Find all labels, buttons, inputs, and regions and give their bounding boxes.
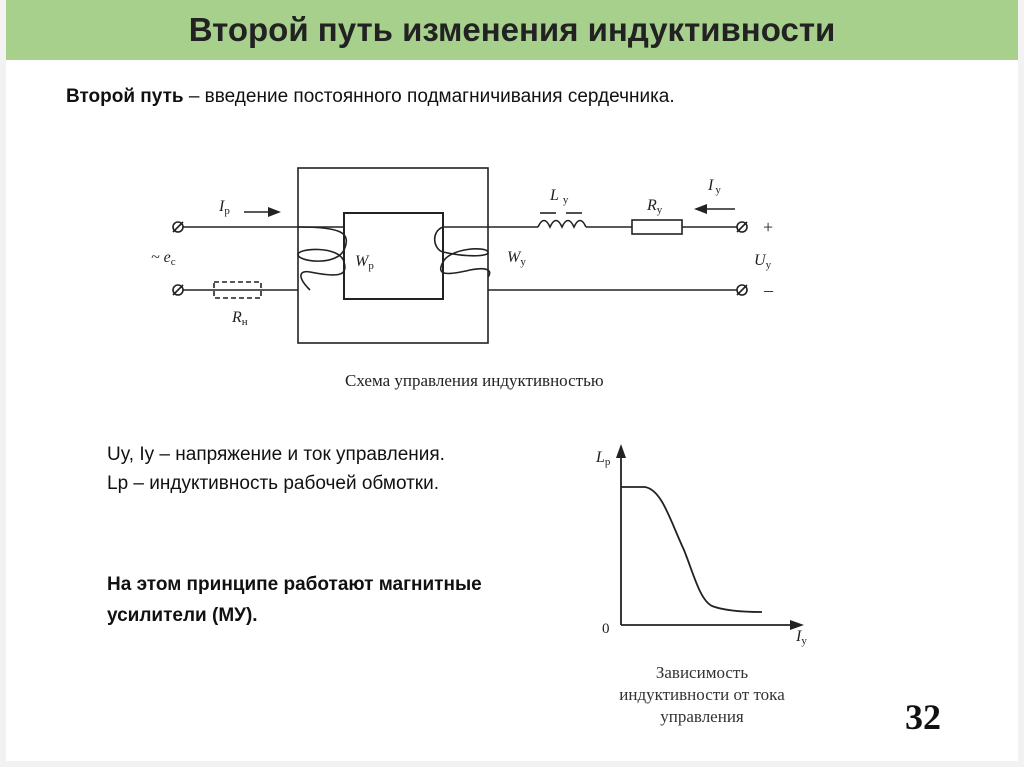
slide-title: Второй путь изменения индуктивности <box>188 11 836 48</box>
label-ry: Rу <box>646 197 663 216</box>
label-plus: + <box>763 217 773 237</box>
graph-x-label: Iу <box>795 628 807 647</box>
winding-wp <box>297 226 348 291</box>
core-inner <box>343 212 444 300</box>
label-rn: Rн <box>231 309 248 328</box>
graph-curve <box>621 486 763 613</box>
note-line-2: усилители (МУ). <box>107 605 258 626</box>
terminal-left-top <box>172 221 184 233</box>
label-minus: – <box>763 280 774 300</box>
note-text: На этом принципе работают магнитные усил… <box>107 569 482 631</box>
label-ec: ~ eс <box>151 249 176 268</box>
label-ip: Iр <box>218 198 230 217</box>
terminal-right-top <box>736 221 748 233</box>
y-axis-arrow <box>616 444 626 458</box>
legend-line-1: Uy, Iy – напряжение и ток управления. <box>107 444 445 465</box>
legend-text: Uy, Iy – напряжение и ток управления. Lp… <box>107 440 445 498</box>
label-wp: Wр <box>355 253 374 272</box>
graph-caption-line3: управления <box>660 707 744 726</box>
terminal-left-bottom <box>172 284 184 296</box>
title-bar: Второй путь изменения индуктивности <box>6 0 1018 60</box>
intro-rest: – введение постоянного подмагничивания с… <box>183 86 675 107</box>
graph-y-label: Lр <box>595 449 611 468</box>
graph-caption-line2: индуктивности от тока <box>619 685 785 704</box>
winding-wy <box>433 226 491 278</box>
circuit-caption: Схема управления индуктивностью <box>345 371 604 390</box>
label-wy: Wу <box>507 249 526 268</box>
page-number: 32 <box>905 697 941 737</box>
terminal-right-bottom <box>736 284 748 296</box>
graph-origin: 0 <box>602 621 610 637</box>
legend-line-2: Lp – индуктивность рабочей обмотки. <box>107 473 439 494</box>
intro-text: Второй путь – введение постоянного подма… <box>66 86 675 108</box>
intro-bold: Второй путь <box>66 86 184 107</box>
inductor-ly <box>537 219 587 229</box>
label-uy: Uу <box>754 252 772 271</box>
note-line-1: На этом принципе работают магнитные <box>107 574 482 595</box>
resistor-ry <box>631 219 683 235</box>
graph-caption-line1: Зависимость <box>656 663 748 682</box>
x-axis-arrow <box>790 620 804 630</box>
